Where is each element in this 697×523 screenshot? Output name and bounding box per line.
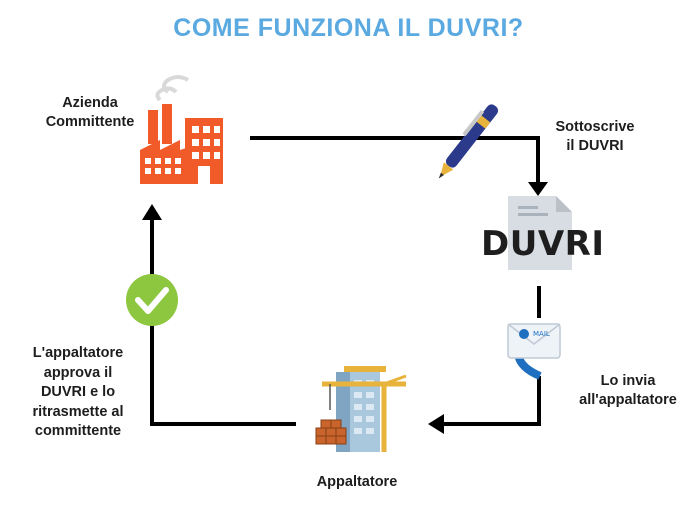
signs-label: Sottoscrive il DUVRI	[555, 119, 635, 154]
duvri-document-label: DUVRI	[481, 224, 605, 264]
building-crane-icon	[315, 366, 407, 452]
svg-text:MAIL: MAIL	[533, 330, 550, 338]
document-icon	[508, 196, 572, 270]
committente-label: Azienda Committente	[45, 95, 135, 130]
factory-icon	[140, 75, 223, 184]
email-icon: MAIL	[507, 323, 561, 380]
connector-left	[142, 204, 296, 426]
connector-right	[428, 286, 541, 434]
connector-top	[250, 136, 548, 196]
sends-label: Lo invia all'appaltatore	[579, 373, 677, 408]
approves-label: L'appaltatore approva il DUVRI e lo ritr…	[32, 345, 124, 439]
appaltatore-label: Appaltatore	[316, 474, 398, 490]
check-icon	[126, 274, 178, 326]
pen-icon	[438, 104, 499, 179]
diagram-title: COME FUNZIONA IL DUVRI?	[173, 14, 524, 42]
